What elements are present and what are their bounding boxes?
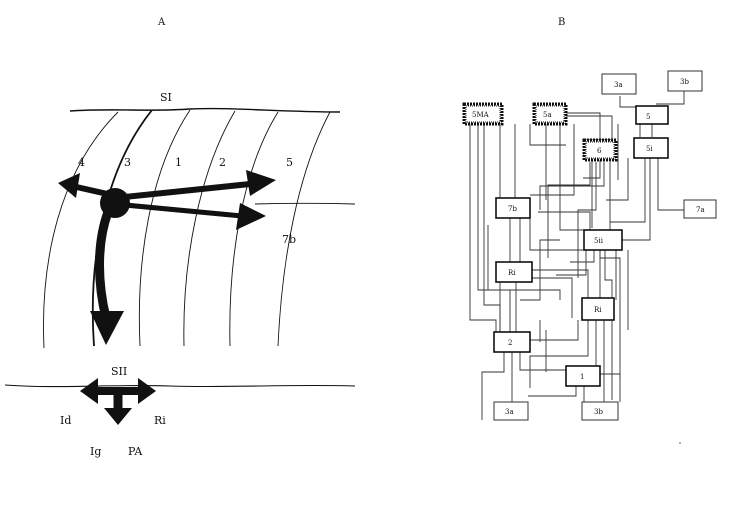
arrow-lower-right-head <box>236 203 266 230</box>
arrow-down-head <box>90 311 124 345</box>
box-6: 6 <box>582 138 618 162</box>
box-label: 3b <box>680 78 689 86</box>
layer-arc-6 <box>277 111 331 347</box>
top-surface-label: SI <box>160 91 172 104</box>
box-3a-bottom: 3a <box>493 401 529 421</box>
layer-number: 4 <box>78 156 85 169</box>
box-label: 5ii <box>594 237 604 245</box>
layer-number: 2 <box>219 156 226 169</box>
box-label: 5 <box>646 113 650 121</box>
box-label: 7b <box>508 205 517 213</box>
connection-wires <box>469 91 690 420</box>
box-label: 3a <box>614 81 623 89</box>
layer-arc-4 <box>183 110 236 347</box>
arrow-left-shaft <box>71 183 113 198</box>
box-label: 5a <box>543 111 552 119</box>
box-7b: 7b <box>495 197 531 219</box>
box-5ii: 5ii <box>583 229 623 251</box>
arrow-target-label: 7b <box>282 233 296 246</box>
box-1: 1 <box>565 365 601 387</box>
arrow-upper-right-head <box>246 170 276 196</box>
box-ri-right: Ri <box>581 297 615 321</box>
box-label: 6 <box>597 147 602 155</box>
box-3b-bottom: 3b <box>581 401 619 421</box>
thin-line-right <box>254 202 356 205</box>
layer-arc-3 <box>138 109 191 347</box>
bottom-surface-line <box>4 384 356 388</box>
box-5a: 5a <box>532 102 568 126</box>
direction-label-down-right: PA <box>128 445 143 458</box>
arrow-down-shaft <box>95 210 113 320</box>
box-label: 3b <box>594 408 603 416</box>
box-2: 2 <box>493 331 531 353</box>
bottom-arrow-down-head <box>104 408 132 425</box>
layer-number: 1 <box>175 156 182 169</box>
bottom-surface-label: SII <box>111 365 127 378</box>
box-5i: 5i <box>633 137 669 159</box>
box-label: 7a <box>696 206 705 214</box>
direction-label-right: Ri <box>154 414 166 427</box>
box-3b-top: 3b <box>667 70 703 92</box>
box-3a-top: 3a <box>601 73 637 95</box>
panel-b-letter: B <box>558 17 565 28</box>
box-label: Ri <box>594 306 602 314</box>
bottom-arrow-left-head <box>80 378 98 404</box>
direction-label-down-left: Ig <box>90 445 101 458</box>
bottom-arrow-right-head <box>138 378 156 404</box>
box-label: 1 <box>580 373 584 381</box>
layer-number: 5 <box>286 156 293 169</box>
panel-a-letter: A <box>157 17 166 28</box>
layer-number: 3 <box>124 156 131 169</box>
arrow-upper-right-shaft <box>124 181 251 200</box>
box-label: Ri <box>508 269 516 277</box>
box-label: 5i <box>646 145 653 153</box>
panel-a: A SI 4 3 1 2 5 7b <box>4 17 356 458</box>
box-7a: 7a <box>683 199 717 219</box>
box-label: 2 <box>508 339 512 347</box>
top-surface-line <box>69 107 341 113</box>
layer-arc-1 <box>43 111 119 349</box>
box-5-right: 5 <box>635 105 669 125</box>
arrow-lower-right-shaft <box>124 202 243 219</box>
direction-label-left: Id <box>60 414 71 427</box>
box-label: 5MA <box>472 111 490 119</box>
panel-b: B <box>462 17 717 444</box>
stray-dot <box>679 442 681 444</box>
box-ri-left: Ri <box>495 261 533 283</box>
arrow-left-head <box>58 173 80 198</box>
box-5ma: 5MA <box>462 102 504 126</box>
box-label: 3a <box>505 408 514 416</box>
